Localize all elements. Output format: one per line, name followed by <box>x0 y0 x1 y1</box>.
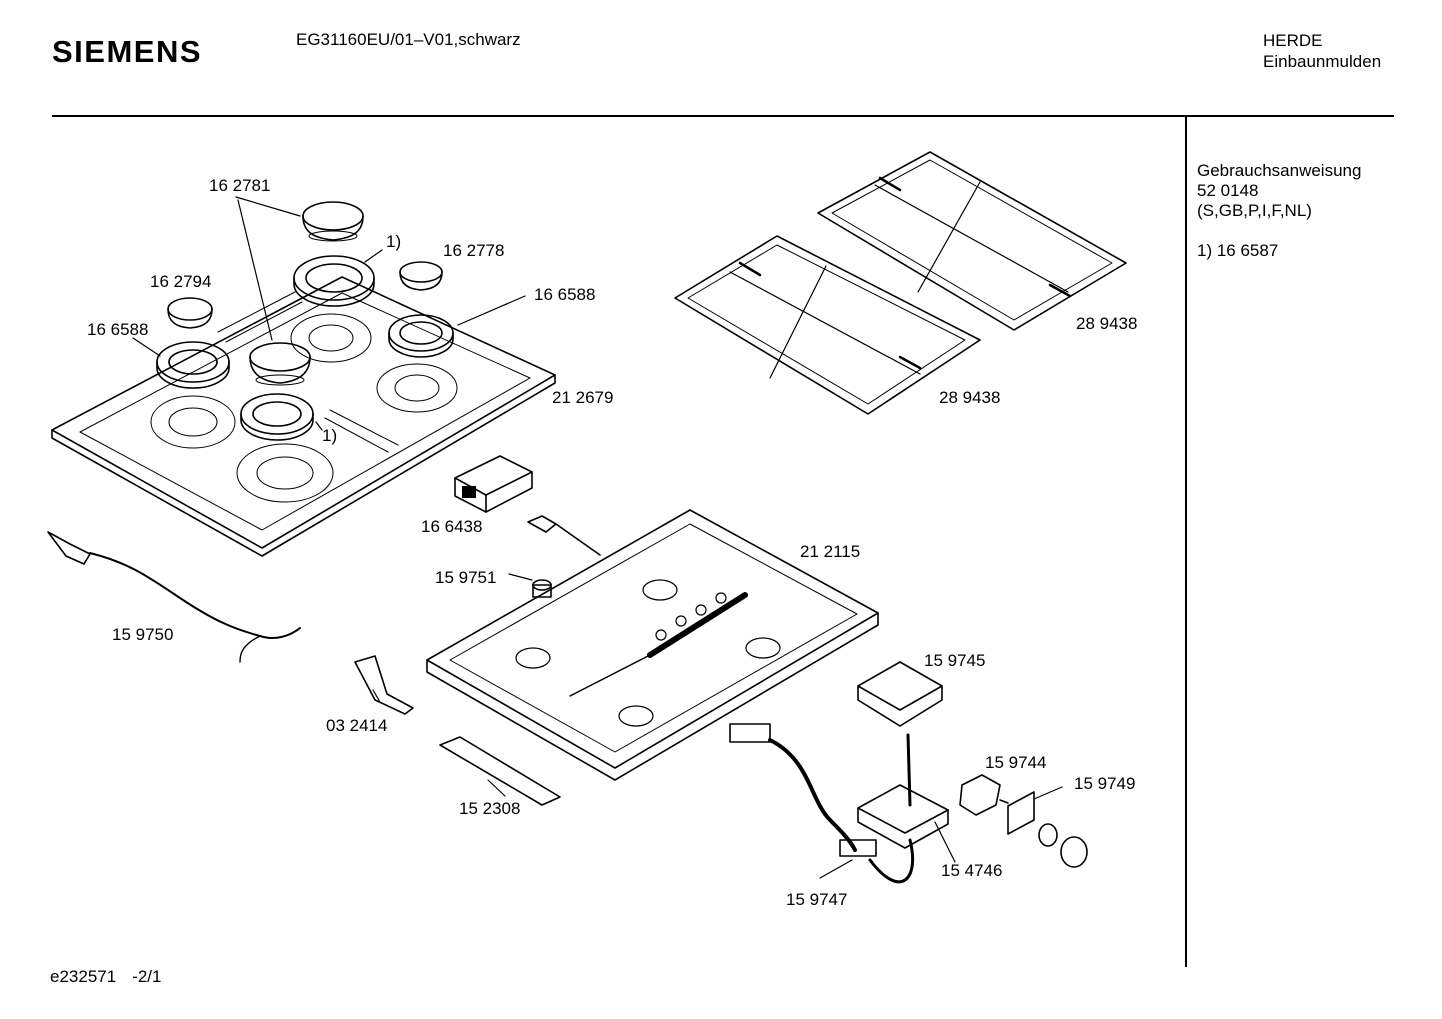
part-label: 16 2778 <box>443 241 505 260</box>
manual-label: Gebrauchsanweisung <box>1197 161 1362 180</box>
doc-id: e232571 <box>50 967 117 986</box>
misc-components <box>355 516 1087 882</box>
brand-logo: SIEMENS <box>52 34 203 69</box>
footer: e232571 -2/1 <box>50 967 161 987</box>
burner-rings <box>157 256 453 440</box>
part-label: 15 9749 <box>1074 774 1136 793</box>
part-label: 21 2115 <box>800 542 861 561</box>
part-label: 15 9751 <box>435 568 497 587</box>
part-label: 16 2794 <box>150 272 212 291</box>
model-number: EG31160EU/01–V01,schwarz <box>296 30 521 49</box>
hob-trough <box>427 510 878 780</box>
leader-lines <box>133 197 1062 878</box>
part-label: 21 2679 <box>552 388 614 407</box>
part-label: 16 6588 <box>87 320 149 339</box>
footnote-marker: 1) <box>322 426 338 445</box>
part-label: 16 2781 <box>209 176 271 195</box>
part-label: 28 9438 <box>1076 314 1138 333</box>
part-label: 03 2414 <box>326 716 388 735</box>
category-line-1: HERDE <box>1263 31 1323 50</box>
part-label: 15 4746 <box>941 861 1003 880</box>
part-label: 15 9744 <box>985 753 1047 772</box>
part-label: 16 6588 <box>534 285 596 304</box>
footnote-marker: 1) <box>386 232 402 251</box>
mains-cable <box>48 532 300 662</box>
part-label: 15 2308 <box>459 799 521 818</box>
category-line-2: Einbaunmulden <box>1263 52 1382 71</box>
manual-number: 52 0148 <box>1197 181 1259 200</box>
part-label: 15 9745 <box>924 651 986 670</box>
spark-generator <box>455 456 532 512</box>
pan-support-right <box>818 152 1126 330</box>
category: HERDE Einbaunmulden <box>1263 30 1381 72</box>
sidebar-divider <box>1185 117 1187 967</box>
manual-languages: (S,GB,P,I,F,NL) <box>1197 201 1312 220</box>
page-number: -2/1 <box>132 967 162 986</box>
part-label: 15 9750 <box>112 625 174 644</box>
header-divider <box>52 115 1394 117</box>
part-label: 15 9747 <box>786 890 848 909</box>
burner-caps <box>168 202 442 385</box>
part-label: 16 6438 <box>421 517 483 536</box>
pan-support-left <box>675 236 980 414</box>
footnote: 1) 16 6587 <box>1197 241 1279 260</box>
part-label: 28 9438 <box>939 388 1001 407</box>
hob-top-plate <box>52 277 555 556</box>
info-panel: Gebrauchsanweisung 52 0148 (S,GB,P,I,F,N… <box>1197 161 1361 261</box>
